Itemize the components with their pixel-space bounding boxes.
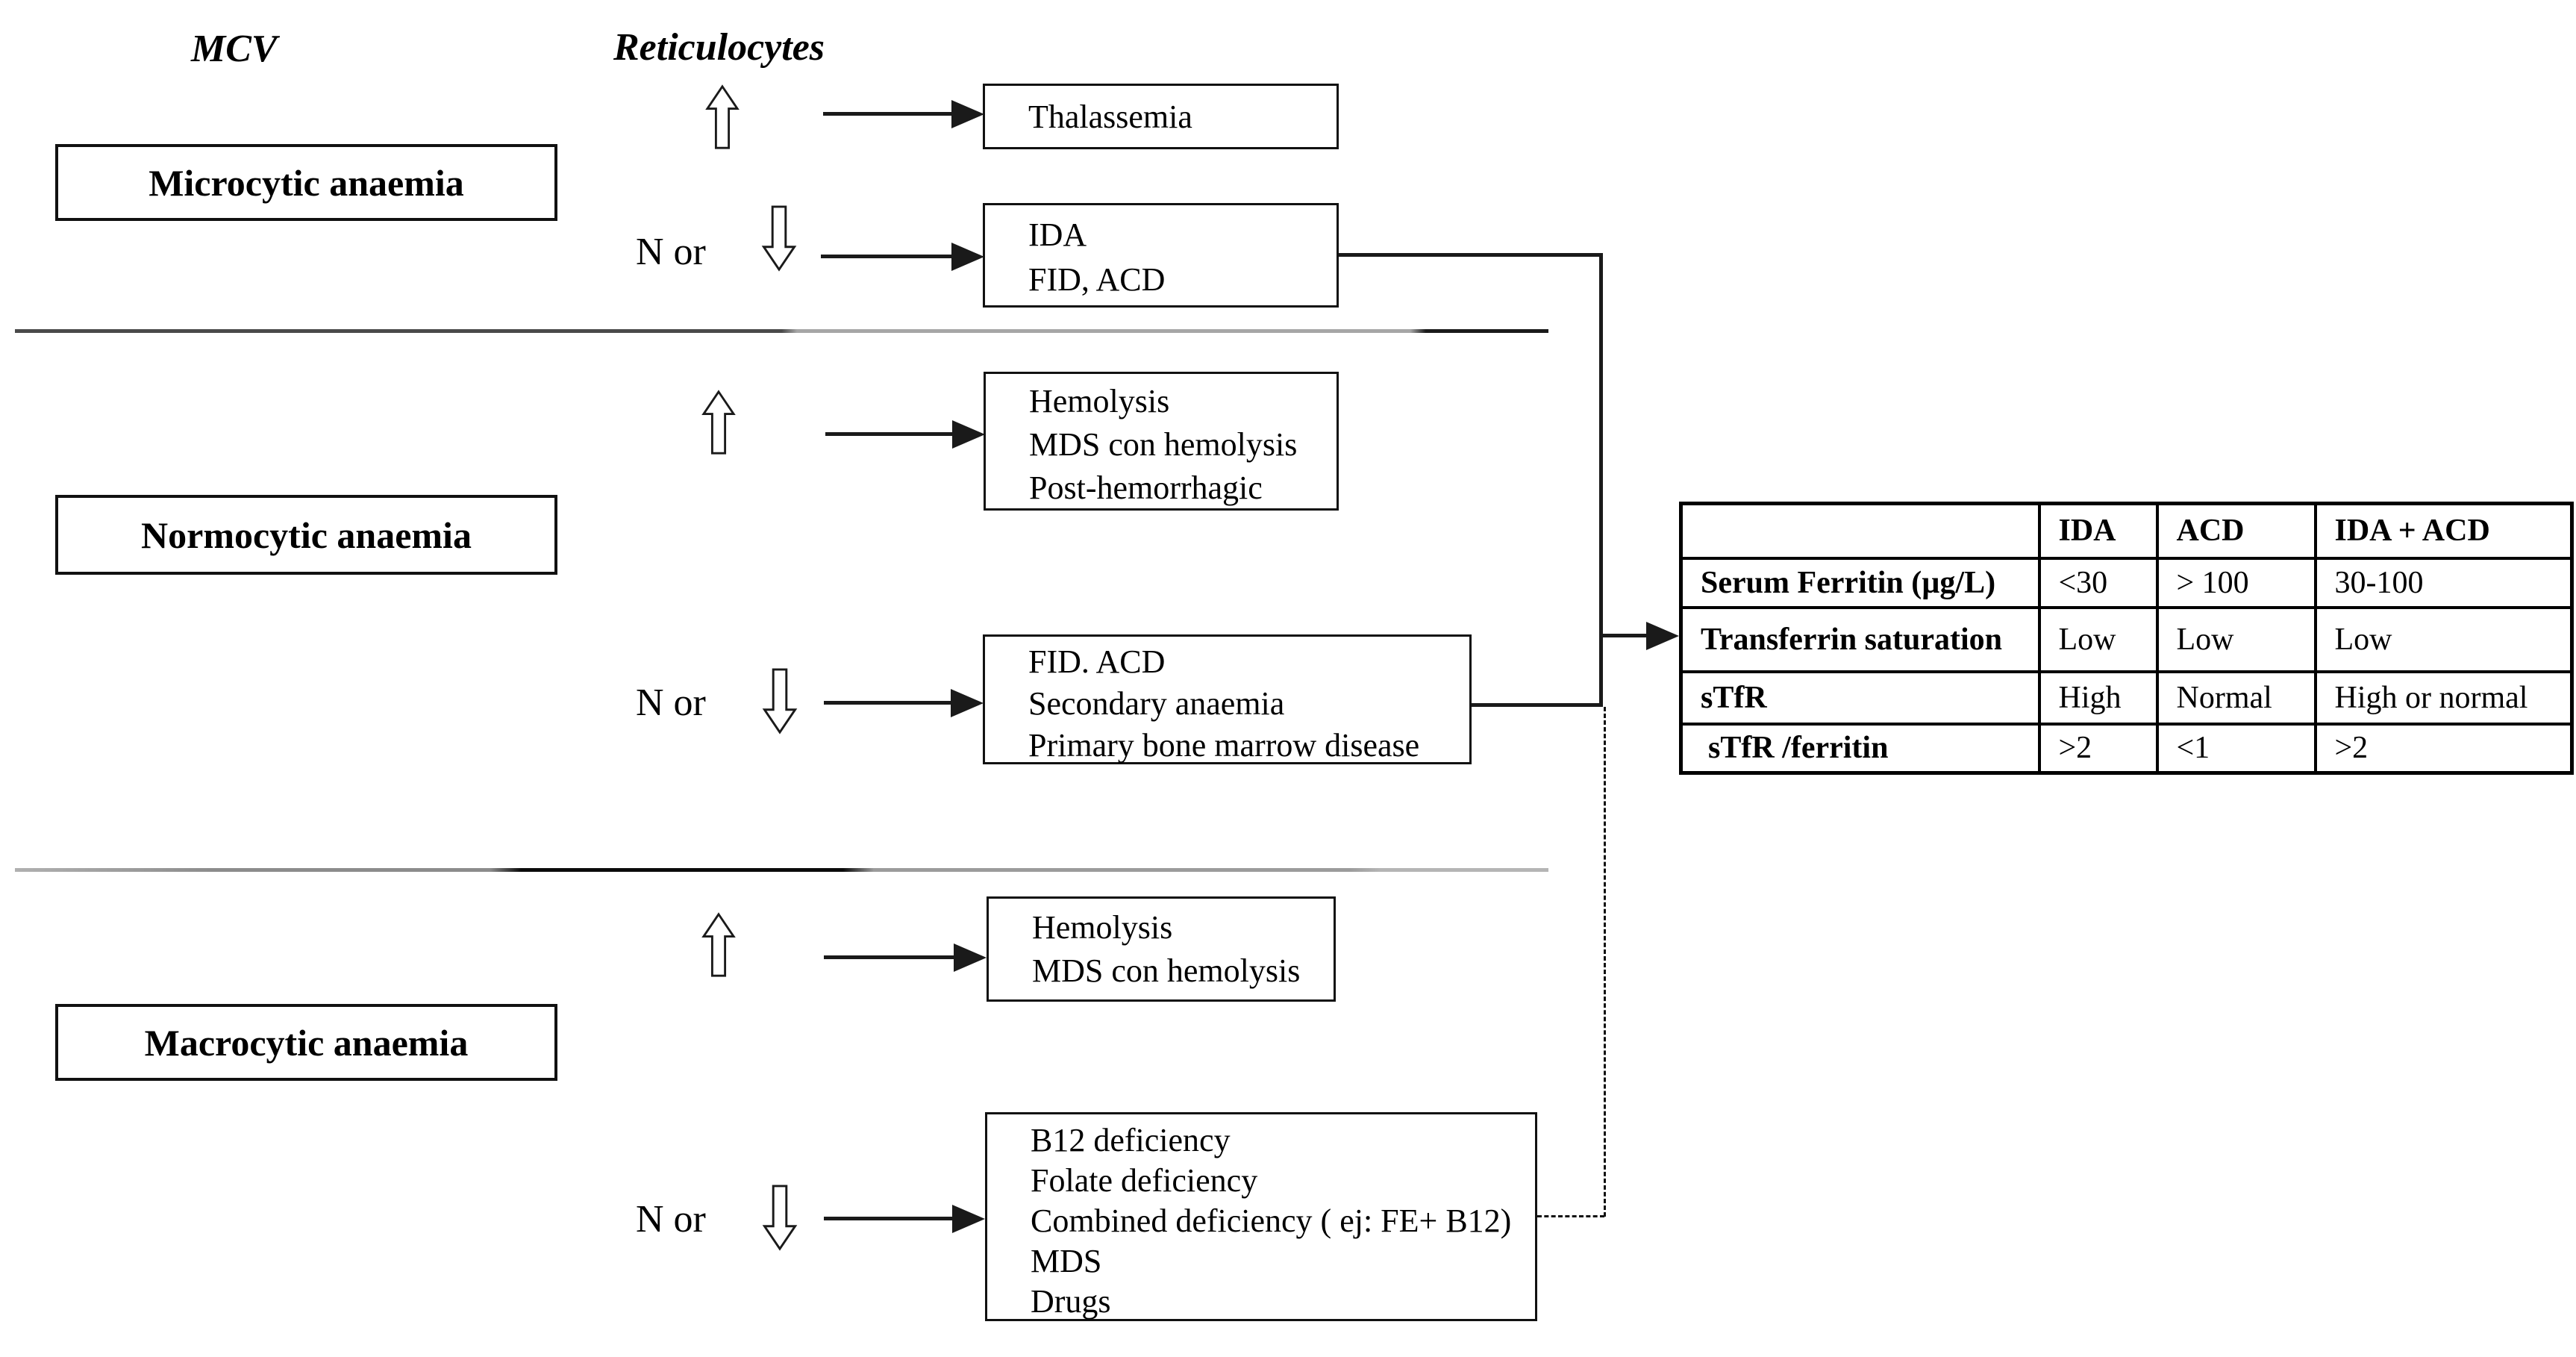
table-cell: <1 [2155,722,2317,775]
reticulocytes-down-arrow-icon [762,667,798,738]
table-cell: Low [2313,605,2574,673]
outcome-text: Secondary anaemia [1028,685,1285,722]
outcome-text: Combined deficiency ( ej: FE+ B12) [1031,1202,1512,1239]
flow-arrow [824,955,954,959]
table-cell: >2 [2313,722,2574,775]
section-divider [15,868,1548,872]
section-box-normocytic: Normocytic anaemia [55,495,557,575]
outcome-text: Post-hemorrhagic [1029,470,1263,506]
table-cell: >2 [2037,722,2159,775]
outcome-box-fid-acd: FID. ACD Secondary anaemia Primary bone … [983,634,1472,764]
flow-arrow [821,255,951,258]
table-header-empty [1679,502,2041,560]
outcome-text: Drugs [1031,1283,1111,1320]
outcome-box-b12: B12 deficiency Folate deficiency Combine… [985,1112,1537,1321]
table-row: Serum Ferritin (µg/L) <30 > 100 30-100 [1679,556,2574,609]
outcome-box-hemolysis-macrocytic: Hemolysis MDS con hemolysis [987,896,1336,1002]
table-header-ida: IDA [2037,502,2159,560]
flow-arrow [824,701,951,705]
table-row: Transferrin saturation Low Low Low [1679,605,2574,673]
n-or-label: N or [636,681,706,724]
row-label-serum-ferritin: Serum Ferritin (µg/L) [1679,556,2041,609]
row-label-stfr-ferritin: sTfR /ferritin [1679,722,2041,775]
flow-arrow [824,1217,952,1220]
connector-fid-horizontal [1472,703,1603,707]
iron-status-table: IDA ACD IDA + ACD Serum Ferritin (µg/L) … [1679,502,2574,775]
section-label: Macrocytic anaemia [144,1021,469,1064]
table-header-acd: ACD [2155,502,2317,560]
outcome-box-thalassemia: Thalassemia [983,84,1339,149]
table-cell: High [2037,670,2159,726]
outcome-box-ida: IDA FID, ACD [983,203,1339,308]
table-row: sTfR High Normal High or normal [1679,670,2574,726]
outcome-text: Thalassemia [1028,99,1192,135]
table-cell: Normal [2155,670,2317,726]
table-header-row: IDA ACD IDA + ACD [1679,502,2574,560]
table-cell: <30 [2037,556,2159,609]
row-label-stfr: sTfR [1679,670,2041,726]
section-label: Microcytic anaemia [149,161,464,204]
table-row: sTfR /ferritin >2 <1 >2 [1679,722,2574,775]
connector-arrow-to-table [1599,634,1646,637]
reticulocytes-up-arrow-icon [705,84,740,154]
outcome-text: Hemolysis [1032,909,1173,946]
table-cell: 30-100 [2313,556,2574,609]
section-box-macrocytic: Macrocytic anaemia [55,1004,557,1081]
connector-dashed-horizontal [1537,1215,1604,1217]
outcome-text: FID. ACD [1028,643,1166,680]
flow-arrow [825,432,952,436]
mcv-column-header: MCV [191,28,278,70]
n-or-label: N or [636,1198,706,1241]
reticulocytes-up-arrow-icon [701,390,736,459]
table-cell: Low [2037,605,2159,673]
table-cell: High or normal [2313,670,2574,726]
row-label-transferrin-saturation: Transferrin saturation [1679,605,2041,673]
outcome-text: MDS con hemolysis [1032,952,1301,989]
outcome-text: Folate deficiency [1031,1162,1258,1199]
outcome-text: FID, ACD [1028,261,1166,298]
reticulocytes-down-arrow-icon [762,1184,798,1255]
table-cell: Low [2155,605,2317,673]
section-box-microcytic: Microcytic anaemia [55,144,557,221]
connector-vertical [1599,253,1603,707]
flow-arrow [823,112,951,116]
outcome-text: MDS [1031,1243,1102,1279]
outcome-text: B12 deficiency [1031,1122,1231,1158]
reticulocytes-down-arrow-icon [761,205,797,275]
section-divider [15,329,1548,333]
section-label: Normocytic anaemia [141,514,472,556]
reticulocytes-column-header: Reticulocytes [613,26,825,69]
outcome-text: Primary bone marrow disease [1028,727,1420,764]
outcome-text: MDS con hemolysis [1029,426,1298,463]
reticulocytes-up-arrow-icon [701,912,736,982]
outcome-box-hemolysis-normocytic: Hemolysis MDS con hemolysis Post-hemorrh… [984,372,1339,511]
table-cell: > 100 [2155,556,2317,609]
table-header-ida-acd: IDA + ACD [2313,502,2574,560]
n-or-label: N or [636,231,706,273]
connector-ida-horizontal [1339,253,1603,257]
connector-dashed-vertical [1604,707,1606,1217]
outcome-text: IDA [1028,216,1087,253]
outcome-text: Hemolysis [1029,383,1170,419]
